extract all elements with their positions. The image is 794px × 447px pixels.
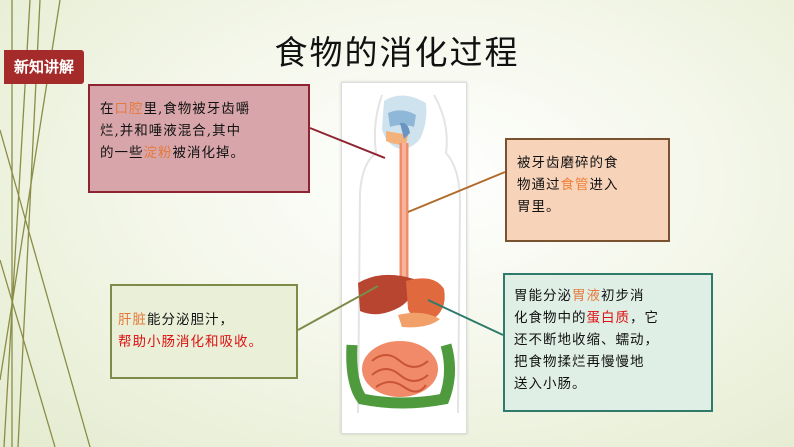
digestive-system-image	[341, 82, 467, 434]
highlight-esophagus: 食管	[560, 177, 590, 193]
text: 初步消	[601, 288, 645, 304]
stomach-line-5: 送入小肠。	[514, 376, 587, 392]
section-tag: 新知讲解	[4, 50, 84, 84]
text: ，它	[630, 310, 659, 326]
stomach-line-3: 还不断地收缩、蠕动，	[514, 332, 659, 348]
text: 进入	[589, 177, 619, 193]
stomach-info-box: 胃能分泌胃液初步消 化食物中的蛋白质，它 还不断地收缩、蠕动， 把食物揉烂再慢慢…	[503, 273, 713, 412]
mouth-line-2: 烂,并和唾液混合,其中	[100, 123, 242, 139]
text: 胃能分泌	[514, 288, 572, 304]
esophagus-info-box: 被牙齿磨碎的食 物通过食管进入 胃里。	[505, 138, 670, 242]
mouth-line-1: 在口腔里,食物被牙齿嚼	[100, 98, 298, 120]
text: 被消化掉。	[172, 145, 245, 161]
mouth-info-box: 在口腔里,食物被牙齿嚼 烂,并和唾液混合,其中 的一些淀粉被消化掉。	[88, 84, 310, 193]
highlight-oral-cavity: 口腔	[114, 101, 144, 117]
highlight-starch: 淀粉	[143, 145, 173, 161]
mouth-line-3: 的一些淀粉被消化掉。	[100, 142, 298, 164]
text: 能分泌胆汁，	[147, 312, 234, 328]
liver-line-1: 肝脏能分泌胆汁，	[118, 309, 286, 331]
liver-info-box: 肝脏能分泌胆汁， 帮助小肠消化和吸收。	[110, 284, 298, 379]
liver-line-2: 帮助小肠消化和吸收。	[118, 334, 263, 350]
page-title: 食物的消化过程	[274, 33, 520, 72]
text: 的一些	[100, 145, 144, 161]
esophagus-line-3: 胃里。	[517, 199, 561, 215]
highlight-gastric-juice: 胃液	[572, 288, 601, 304]
stomach-line-2: 化食物中的蛋白质，它	[514, 307, 702, 329]
esophagus-line-1: 被牙齿磨碎的食	[517, 155, 619, 171]
highlight-protein: 蛋白质	[586, 310, 630, 326]
text: 化食物中的	[514, 310, 587, 326]
text: 里,食物被牙齿嚼	[143, 101, 251, 117]
esophagus-line-2: 物通过食管进入	[517, 174, 658, 196]
digestive-system-illustration	[346, 94, 462, 414]
stomach-line-4: 把食物揉烂再慢慢地	[514, 354, 645, 370]
highlight-liver: 肝脏	[118, 312, 147, 328]
text: 在	[100, 101, 115, 117]
stomach-line-1: 胃能分泌胃液初步消	[514, 285, 702, 307]
text: 物通过	[517, 177, 561, 193]
